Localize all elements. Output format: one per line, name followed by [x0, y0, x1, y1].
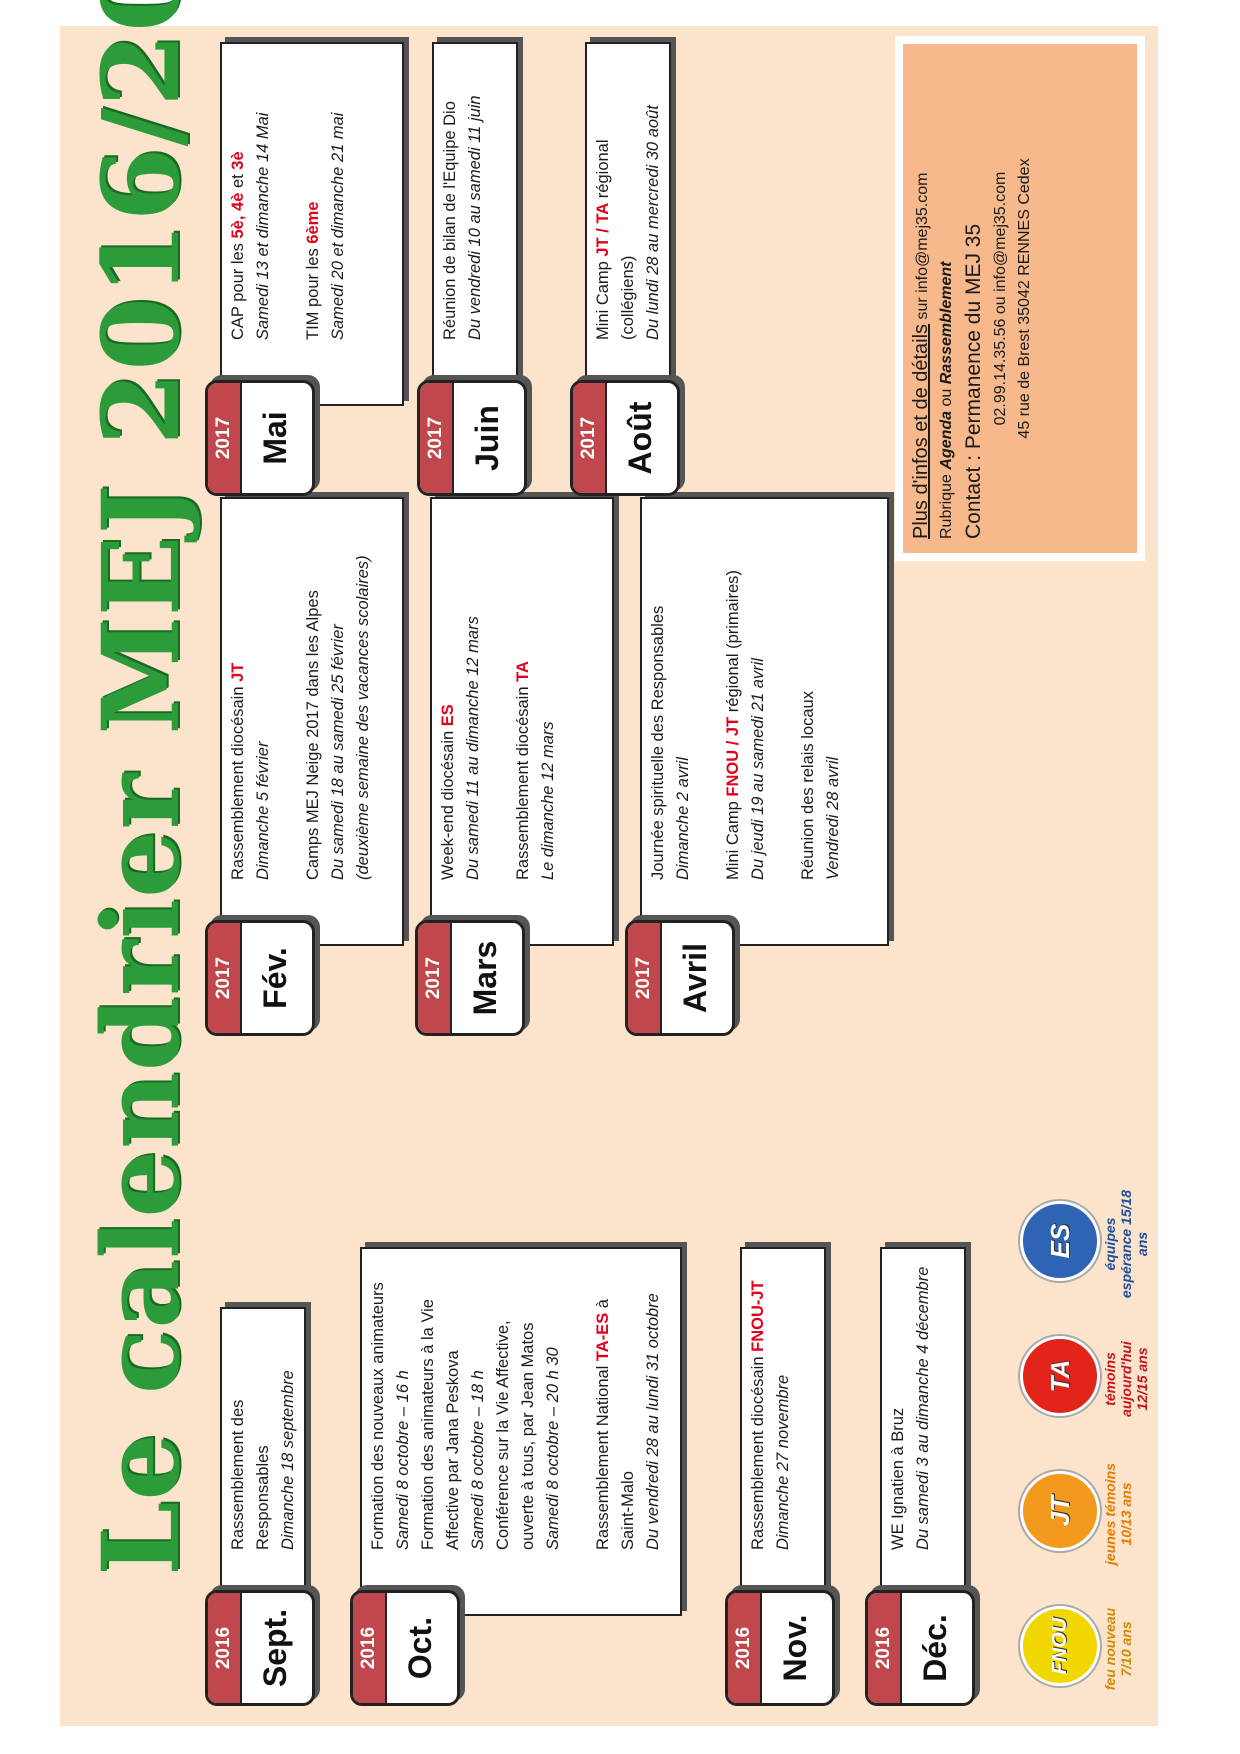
month-tab-avril: 2017 Avril [625, 920, 735, 1036]
events-box-sept: Rassemblement des Responsables Dimanche … [220, 1307, 306, 1616]
tab-year: 2016 [208, 1593, 242, 1703]
contact-info-line: Plus d'infos et de détails sur info@mej3… [910, 172, 932, 539]
month-tab-mars: 2017 Mars [415, 920, 525, 1036]
events-box-dec: WE Ignatien à Bruz Du samedi 3 au dimanc… [880, 1247, 966, 1616]
events-box-juin: Réunion de bilan de l'Equipe Dio Du vend… [432, 42, 518, 406]
event-item: CAP pour les 5è, 4è et 3è Samedi 13 et d… [229, 112, 272, 340]
events-box-mai: CAP pour les 5è, 4è et 3è Samedi 13 et d… [220, 42, 404, 406]
month-tab-fev: 2017 Fév. [205, 920, 315, 1036]
month-tab-sept: 2016 Sept. [205, 1590, 315, 1706]
tab-year: 2017 [418, 923, 452, 1033]
event-item: TIM pour les 6ème Samedi 20 et dimanche … [304, 112, 347, 340]
contact-address: 45 rue de Brest 35042 RENNES Cedex [1016, 158, 1033, 439]
event-item: Réunion des relais locaux Vendredi 28 av… [799, 691, 842, 880]
event-item: Mini Camp JT / TA régional (collégiens) … [594, 105, 662, 340]
events-box-oct: Formation des nouveaux animateurs Samedi… [360, 1247, 682, 1616]
contact-rubrique-line: Rubrique Agenda ou Rassemblement [938, 261, 955, 539]
tab-year: 2017 [628, 923, 662, 1033]
fnou-logo-caption: feu nouveau 7/10 ans [1102, 1607, 1134, 1691]
es-logo-caption: équipes espérance 15/18 ans [1102, 1189, 1150, 1299]
tab-month: Nov. [777, 1614, 813, 1682]
events-box-aout: Mini Camp JT / TA régional (collégiens) … [585, 42, 671, 406]
month-tab-oct: 2016 Oct. [350, 1590, 460, 1706]
page-title: Le calendrier MEJ 2016/2017 [78, 0, 203, 1576]
tab-year: 2016 [728, 1593, 762, 1703]
contact-panel: Plus d'infos et de détails sur info@mej3… [895, 36, 1145, 561]
tab-month: Mai [257, 411, 293, 465]
tab-month: Déc. [917, 1614, 953, 1682]
calendar-canvas: Le calendrier MEJ 2016/2017 Rassemblemen… [60, 0, 1158, 1726]
jt-logo-caption: jeunes témoins 10/13 ans [1102, 1463, 1134, 1565]
month-tab-mai: 2017 Mai [205, 380, 315, 496]
es-logo: ES [1020, 1201, 1100, 1281]
event-item: Formation des nouveaux animateurs Samedi… [369, 1282, 562, 1550]
tab-year: 2016 [353, 1593, 387, 1703]
events-box-avril: Journée spirituelle des Responsables Dim… [640, 497, 889, 946]
ta-logo-caption: témoins aujourd'hui 12/15 ans [1102, 1341, 1150, 1417]
tab-month: Juin [469, 405, 505, 471]
event-item: Rassemblement National TA-ES à Saint-Mal… [594, 1293, 662, 1550]
month-tab-aout: 2017 Août [570, 380, 680, 496]
tab-year: 2017 [208, 923, 242, 1033]
event-item: Week-end diocésain ES Du samedi 11 au di… [439, 616, 482, 880]
fnou-logo: FNOU [1020, 1606, 1100, 1686]
month-tab-juin: 2017 Juin [417, 380, 527, 496]
more-info-link[interactable]: Plus d'infos et de détails [910, 323, 932, 539]
event-item: Camps MEJ Neige 2017 dans les Alpes Du s… [304, 555, 372, 880]
tab-month: Sept. [257, 1608, 293, 1688]
event-item: Mini Camp FNOU / JT régional (primaires)… [724, 570, 767, 880]
events-box-nov: Rassemblement diocésain FNOU-JT Dimanche… [740, 1247, 826, 1616]
events-box-fev: Rassemblement diocésain JT Dimanche 5 fé… [220, 497, 404, 946]
tab-year: 2017 [208, 383, 242, 493]
month-tab-dec: 2016 Déc. [865, 1590, 975, 1706]
tab-month: Avril [677, 943, 713, 1013]
month-tab-nov: 2016 Nov. [725, 1590, 835, 1706]
tab-month: Oct. [402, 1616, 438, 1680]
event-item: Rassemblement diocésain TA Le dimanche 1… [514, 661, 557, 880]
events-box-mars: Week-end diocésain ES Du samedi 11 au di… [430, 497, 614, 946]
contact-title: Contact : Permanence du MEJ 35 [962, 223, 985, 539]
tab-year: 2017 [420, 383, 454, 493]
tab-month: Août [622, 401, 658, 475]
jt-logo: JT [1020, 1471, 1100, 1551]
tab-year: 2016 [868, 1593, 902, 1703]
event-item: Rassemblement diocésain JT Dimanche 5 fé… [229, 662, 272, 880]
event-item: WE Ignatien à Bruz Du samedi 3 au dimanc… [889, 1266, 932, 1550]
contact-phone-email: 02.99.14.35.56 ou info@mej35.com [992, 171, 1009, 426]
ta-logo: TA [1020, 1336, 1100, 1416]
event-item: Réunion de bilan de l'Equipe Dio Du vend… [441, 95, 484, 340]
tab-month: Mars [467, 940, 503, 1016]
event-item: Journée spirituelle des Responsables Dim… [649, 605, 692, 880]
event-item: Rassemblement diocésain FNOU-JT Dimanche… [749, 1280, 792, 1550]
event-item: Rassemblement des Responsables Dimanche … [229, 1370, 297, 1550]
tab-year: 2017 [573, 383, 607, 493]
tab-month: Fév. [257, 947, 293, 1009]
